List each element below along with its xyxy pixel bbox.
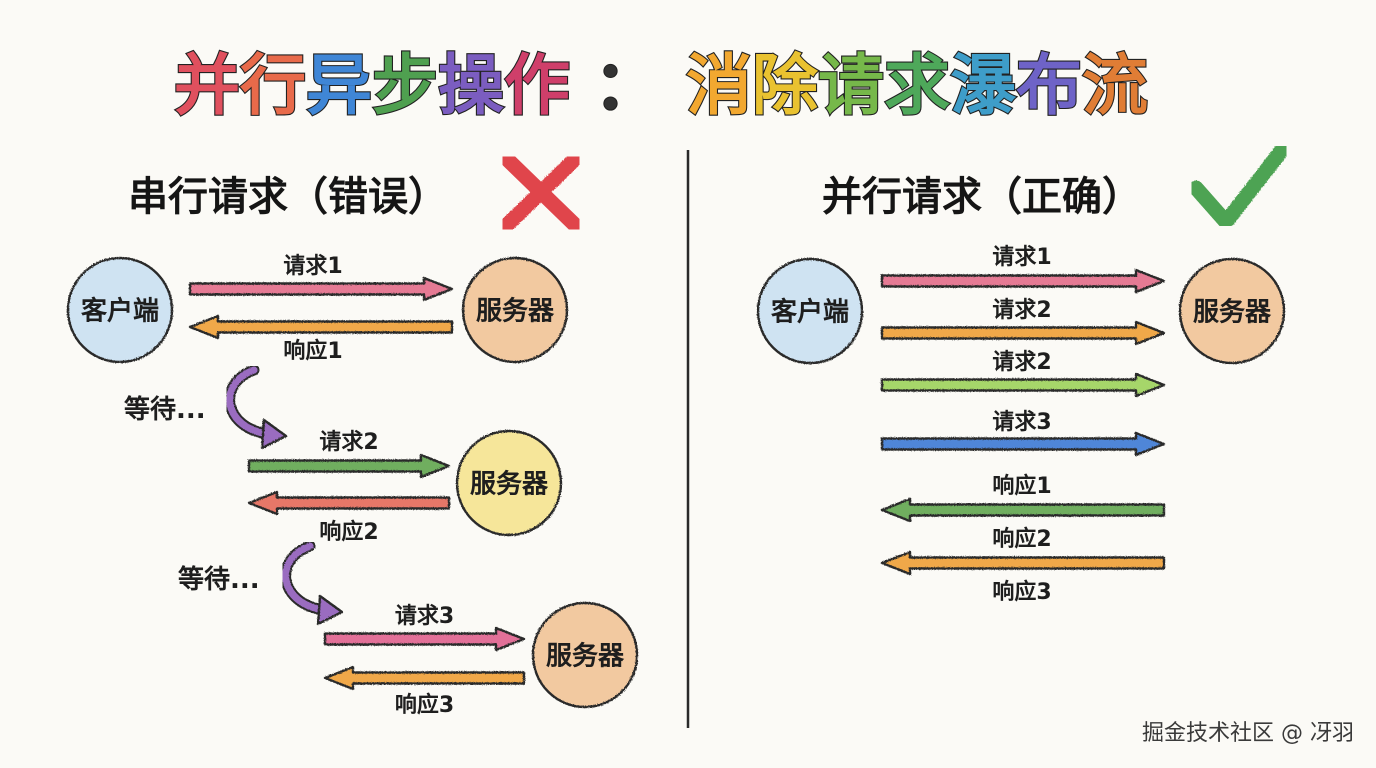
parallel-client-node-shape — [756, 257, 864, 365]
serial-client-node: 客户端 — [66, 256, 174, 364]
serial-server-node-3: 服务器 — [531, 601, 639, 709]
serial-request-arrow-3 — [323, 626, 526, 652]
parallel-client-node-label: 客户端 — [771, 297, 849, 328]
serial-wait-label-2: 等待... — [178, 564, 260, 595]
serial-server-node-1: 服务器 — [461, 256, 569, 364]
serial-request-label-1: 请求1 — [283, 253, 342, 279]
serial-response-arrow-2 — [247, 490, 451, 516]
serial-request-label-3: 请求3 — [395, 603, 454, 629]
serial-heading: 串行请求（错误） — [128, 174, 448, 220]
parallel-request-label-3: 请求2 — [992, 349, 1051, 375]
parallel-server-node-shape — [1178, 257, 1286, 365]
parallel-request-arrow-1 — [880, 268, 1166, 294]
serial-request-label-2: 请求2 — [319, 429, 378, 455]
serial-server-node-3-shape — [531, 601, 639, 709]
serial-server-node-2-label: 服务器 — [470, 470, 549, 500]
red-x-icon — [498, 152, 584, 234]
page-title: 并行异步操作 ： 消除请求瀑布流 — [173, 46, 1149, 125]
serial-response-arrow-1 — [188, 314, 454, 340]
serial-wait-label-1: 等待... — [124, 394, 206, 425]
serial-server-node-2-shape — [455, 429, 563, 537]
parallel-request-label-1: 请求1 — [992, 244, 1051, 270]
parallel-response-arrow-2 — [880, 550, 1166, 576]
serial-server-node-2: 服务器 — [455, 429, 563, 537]
watermark: 掘金技术社区 @ 冴羽 — [1142, 721, 1354, 746]
parallel-response-label-3: 响应3 — [992, 579, 1051, 605]
serial-server-node-1-shape — [461, 256, 569, 364]
parallel-request-label-2: 请求2 — [992, 297, 1051, 323]
serial-section: 串行请求（错误） 客户端服务器请求1响应1服务器请求2响应2服务器请求3响应3等… — [66, 152, 639, 718]
serial-client-node-label: 客户端 — [81, 296, 159, 327]
parallel-request-arrow-4 — [880, 431, 1166, 457]
serial-wait-arrow-1 — [224, 364, 288, 450]
serial-response-label-3: 响应3 — [395, 692, 454, 718]
parallel-request-arrow-3 — [880, 372, 1166, 398]
parallel-server-node-label: 服务器 — [1193, 298, 1272, 328]
title-part2: 消除请求瀑布流 — [686, 47, 1148, 124]
serial-wait-arrow-2 — [280, 540, 344, 626]
serial-response-arrow-3 — [323, 665, 526, 691]
serial-server-node-3-label: 服务器 — [546, 642, 625, 672]
parallel-server-node: 服务器 — [1178, 257, 1286, 365]
title-part1: 并行异步操作 — [174, 47, 570, 124]
parallel-request-arrow-2 — [880, 320, 1166, 346]
parallel-section: 并行请求（正确） 客户端 服务器 请求1 请求2 请求2 请求3 响应1 响应2 响应3 — [756, 142, 1290, 605]
parallel-client-node: 客户端 — [756, 257, 864, 365]
serial-request-arrow-2 — [247, 453, 451, 479]
parallel-response-label-2: 响应2 — [992, 526, 1051, 552]
title-separator: ： — [594, 47, 660, 124]
parallel-request-label-4: 请求3 — [992, 409, 1051, 435]
parallel-response-arrow-1 — [880, 497, 1166, 523]
parallel-heading: 并行请求（正确） — [822, 174, 1142, 220]
serial-response-label-1: 响应1 — [283, 338, 342, 364]
serial-request-arrow-1 — [188, 276, 454, 302]
serial-client-node-shape — [66, 256, 174, 364]
serial-response-label-2: 响应2 — [319, 519, 378, 545]
green-check-icon — [1188, 142, 1290, 230]
parallel-response-label-1: 响应1 — [992, 473, 1051, 499]
serial-server-node-1-label: 服务器 — [476, 297, 555, 327]
